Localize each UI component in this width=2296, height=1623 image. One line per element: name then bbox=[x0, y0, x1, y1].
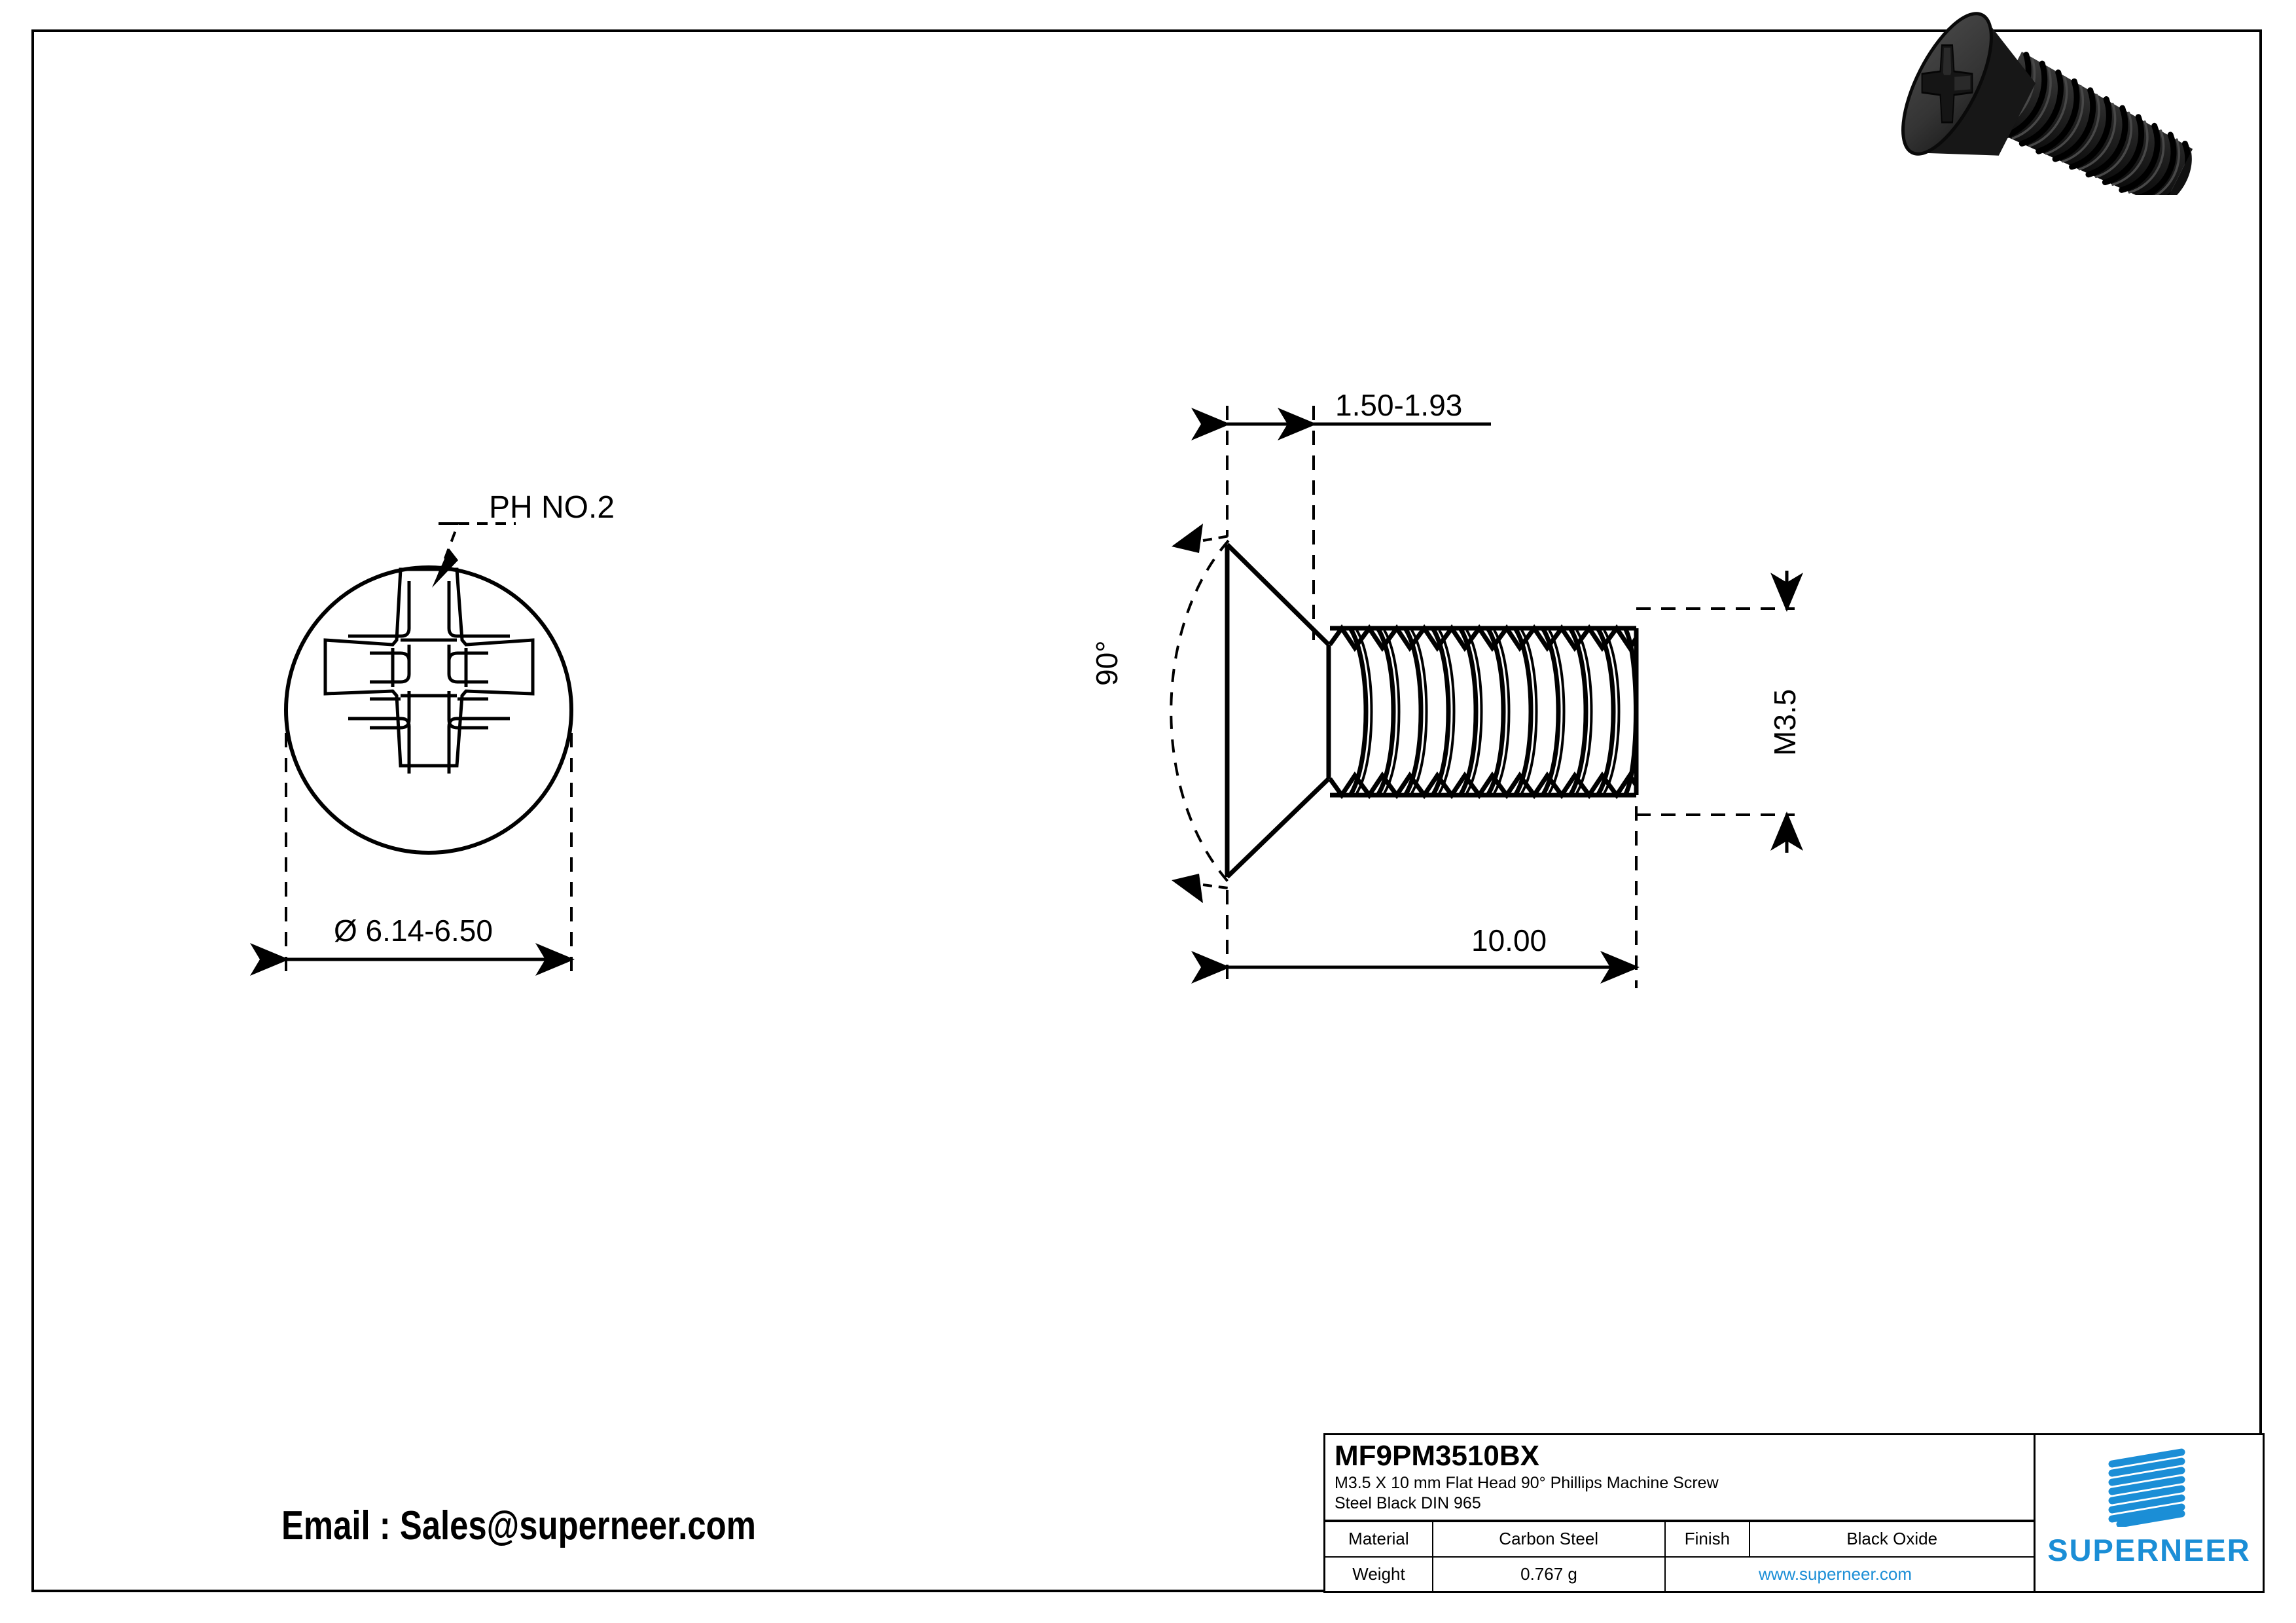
thread-diameter-dimension bbox=[1636, 571, 1803, 853]
length-dimension bbox=[1191, 806, 1640, 988]
weight-label: Weight bbox=[1325, 1557, 1433, 1591]
material-label: Material bbox=[1325, 1522, 1433, 1556]
head-angle-label: 90° bbox=[1090, 640, 1124, 686]
title-block: MF9PM3510BX M3.5 X 10 mm Flat Head 90° P… bbox=[1323, 1433, 2265, 1593]
material-value: Carbon Steel bbox=[1433, 1522, 1666, 1556]
screw-length-label: 10.00 bbox=[1471, 923, 1547, 957]
website-link[interactable]: www.superneer.com bbox=[1758, 1563, 1912, 1584]
thread-body bbox=[1326, 624, 1639, 800]
ph-callout-label: PH NO.2 bbox=[489, 490, 615, 525]
finish-label: Finish bbox=[1666, 1522, 1751, 1556]
weight-value: 0.767 g bbox=[1433, 1557, 1666, 1591]
material-finish-row: Material Carbon Steel Finish Black Oxide bbox=[1325, 1522, 2034, 1558]
brand-cell: SUPERNEER bbox=[2036, 1435, 2263, 1591]
superneer-logo-icon bbox=[2108, 1448, 2185, 1527]
head-height-dimension bbox=[1191, 406, 1491, 640]
angle-dimension bbox=[1170, 524, 1234, 903]
phillips-recess-shape bbox=[323, 567, 535, 768]
thread-size-label: M3.5 bbox=[1768, 688, 1802, 756]
head-height-label: 1.50-1.93 bbox=[1335, 388, 1463, 422]
drawing-frame-border bbox=[31, 29, 2262, 1592]
finish-value: Black Oxide bbox=[1846, 1529, 1938, 1549]
countersunk-head-profile bbox=[1225, 543, 1331, 879]
description-line-1: M3.5 X 10 mm Flat Head 90° Phillips Mach… bbox=[1335, 1474, 1719, 1492]
side-view-group bbox=[1170, 406, 1803, 988]
description-line-2: Steel Black DIN 965 bbox=[1335, 1494, 1481, 1512]
front-view-group bbox=[250, 522, 575, 982]
title-block-header: MF9PM3510BX M3.5 X 10 mm Flat Head 90° P… bbox=[1325, 1435, 2034, 1522]
weight-website-row: Weight 0.767 g www.superneer.com bbox=[1325, 1557, 2034, 1591]
diameter-dimension bbox=[250, 733, 575, 982]
head-diameter-label: Ø 6.14-6.50 bbox=[334, 914, 493, 948]
brand-wordmark: SUPERNEER bbox=[2047, 1533, 2251, 1567]
part-number: MF9PM3510BX bbox=[1335, 1440, 1540, 1472]
title-block-left: MF9PM3510BX M3.5 X 10 mm Flat Head 90° P… bbox=[1325, 1435, 2036, 1591]
screw-3d-render bbox=[1901, 12, 2193, 195]
ph-callout-leader bbox=[432, 522, 516, 588]
head-outline-circle bbox=[284, 565, 573, 855]
contact-email: Email : Sales@superneer.com bbox=[281, 1503, 756, 1548]
